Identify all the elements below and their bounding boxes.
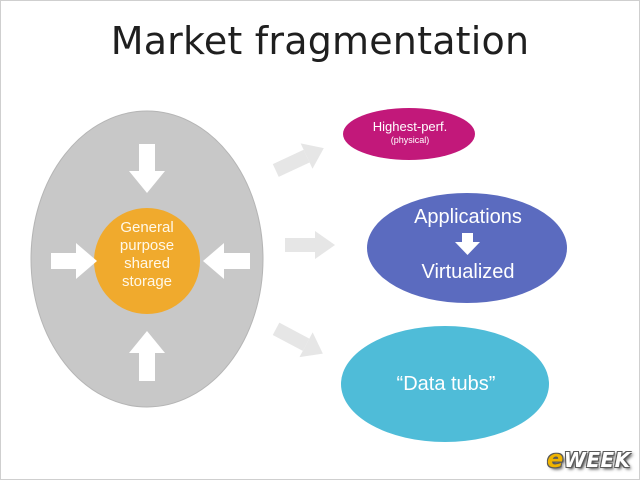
- highest-perf-ellipse: [343, 108, 475, 160]
- inward-arrow-top: [129, 144, 165, 193]
- center-label-line: shared: [124, 255, 170, 272]
- logo-rest: WEEK: [563, 448, 631, 472]
- outward-arrow-lower: [272, 322, 323, 358]
- down-arrow-icon: [455, 233, 480, 255]
- logo-prefix: e: [547, 445, 564, 473]
- center-circle: [94, 208, 200, 314]
- virtualized-label: Virtualized: [421, 261, 515, 283]
- highest-perf-subtitle: (physical): [390, 135, 430, 145]
- center-label: General purpose shared storage: [101, 219, 193, 291]
- inward-arrow-left: [51, 243, 97, 279]
- highest-perf-title: Highest-perf.: [372, 119, 448, 134]
- outward-arrow-middle: [285, 231, 335, 259]
- data-tubs-label: “Data tubs”: [396, 373, 496, 395]
- center-label-line: purpose: [119, 237, 175, 254]
- center-label-line: General: [120, 219, 174, 236]
- inward-arrow-right: [203, 243, 250, 279]
- applications-label: Applications: [414, 206, 522, 228]
- slide-title: Market fragmentation: [110, 19, 530, 63]
- inward-arrow-bottom: [129, 331, 165, 381]
- data-tubs-ellipse: [341, 326, 549, 442]
- highest-perf-label: Highest-perf. (physical): [346, 119, 474, 146]
- center-label-line: storage: [121, 273, 173, 290]
- eweek-logo: eWEEK: [547, 445, 637, 475]
- outward-arrow-upper: [272, 143, 324, 177]
